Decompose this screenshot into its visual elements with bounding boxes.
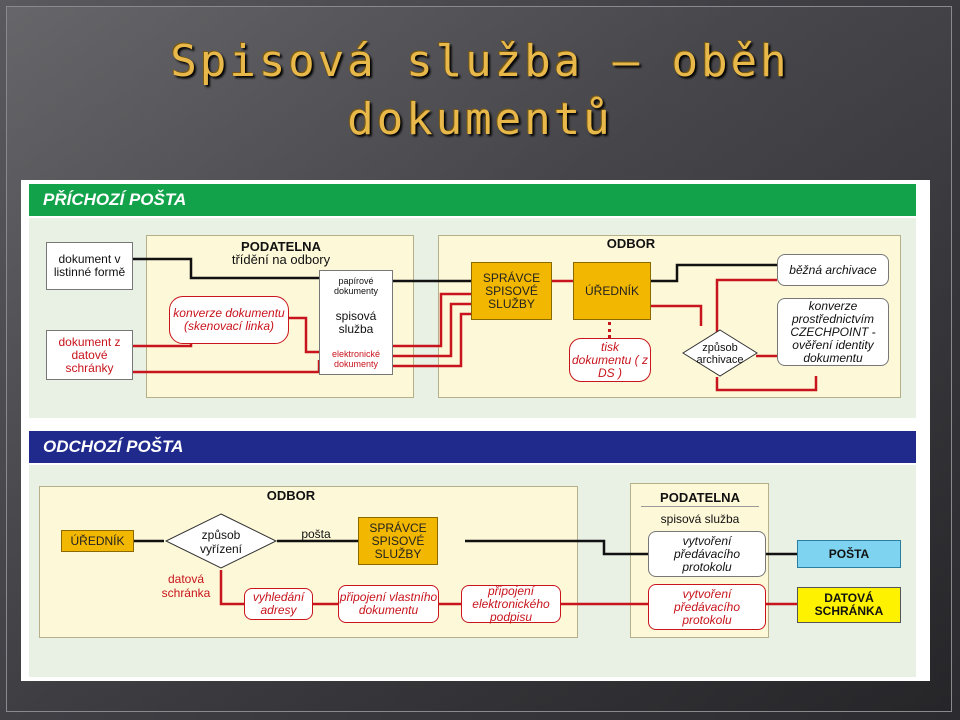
konverze-box: konverze dokumentu (skenovací linka) [169,296,289,344]
odbor-title-out: ODBOR [266,488,316,503]
spisova-sluzba-out: spisová služba [660,512,740,526]
slide-title-line2: dokumentů [347,94,613,145]
zpusob-archivace-diamond [682,329,758,377]
bezna-archivace-box: běžná archivace [777,254,889,286]
odbor-title-in: ODBOR [606,236,656,251]
vyhledani-box: vyhledání adresy [244,588,313,620]
protokol-box-posta: vytvoření předávacího protokolu [648,531,766,577]
podatelna-divider [641,506,759,507]
posta-box: POŠTA [797,540,901,568]
podatelna-title-out: PODATELNA [660,490,740,505]
outgoing-header: ODCHOZÍ POŠTA [29,431,916,463]
urednik-box-in: ÚŘEDNÍK [573,262,651,320]
doc-paper-box: dokument v listinné formě [46,242,133,290]
tisk-dotted-link [608,322,614,338]
diagram-panel: PŘÍCHOZÍ POŠTA ODCHOZÍ POŠTA [21,180,930,681]
datova-schranka-label: datová schránka [161,572,211,600]
spisova-label: spisová služba [335,308,377,336]
incoming-header: PŘÍCHOZÍ POŠTA [29,184,916,216]
podatelna-title: PODATELNA [241,239,321,254]
papirove-label: papírové dokumenty [333,276,379,296]
protokol-box-ds: vytvoření předávacího protokolu [648,584,766,630]
tisk-box: tisk dokumentu ( z DS ) [569,338,651,382]
spravce-box-out: SPRÁVCE SPISOVÉ SLUŽBY [358,517,438,565]
doc-ds-box: dokument z datové schránky [46,330,133,380]
elektronicke-label: elektronické dokumenty [331,349,381,369]
podatelna-subtitle: třídění na odbory [231,252,331,267]
slide-title-line1: Spisová služba – oběh [170,36,790,87]
zpusob-archivace-label: způsob archivace [696,342,744,366]
zpusob-vyrizeni-diamond [164,513,278,569]
spravce-box-in: SPRÁVCE SPISOVÉ SLUŽBY [471,262,552,320]
zpusob-vyrizeni-label: způsob vyřízení [199,528,242,556]
posta-line-label: pošta [301,527,331,541]
datova-schranka-box: DATOVÁ SCHRÁNKA [797,587,901,623]
spisova-sluzba-box: papírové dokumenty spisová služba elektr… [319,270,393,375]
pripojeni-vlastniho-box: připojení vlastního dokumentu [338,585,439,623]
pripojeni-podpisu-box: připojení elektronického podpisu [461,584,561,623]
czechpoint-box: konverze prostřednictvím CZECHPOINT - ov… [777,298,889,366]
urednik-box-out: ÚŘEDNÍK [61,530,134,552]
